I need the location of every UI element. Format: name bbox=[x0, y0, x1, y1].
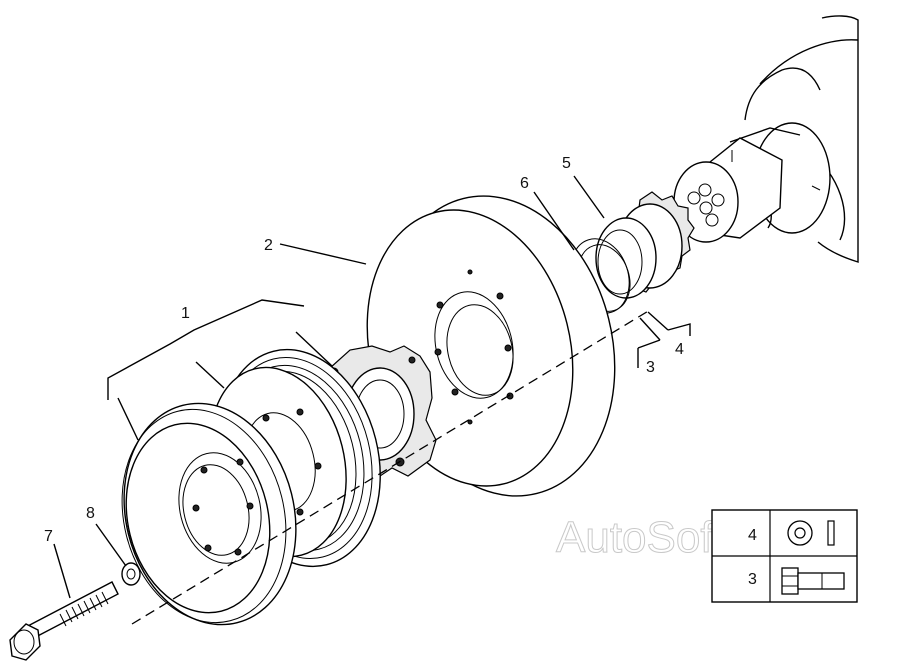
crank-gear bbox=[595, 191, 695, 299]
crankshaft-end bbox=[673, 15, 859, 263]
legend-row-4-label: 4 bbox=[748, 527, 757, 544]
callout-8: 8 bbox=[86, 505, 95, 522]
legend-table: 4 3 bbox=[711, 509, 858, 603]
washer bbox=[121, 562, 141, 586]
callout-5: 5 bbox=[562, 155, 571, 172]
center-axis bbox=[131, 309, 651, 625]
callout-4: 4 bbox=[675, 341, 684, 358]
callout-6: 6 bbox=[520, 175, 529, 192]
callout-3: 3 bbox=[646, 359, 655, 376]
leader-lines bbox=[53, 175, 691, 599]
callout-7: 7 bbox=[44, 528, 53, 545]
washer-symbol-icon bbox=[787, 520, 835, 546]
front-pulley bbox=[121, 402, 297, 626]
legend-row-3-label: 3 bbox=[748, 571, 757, 588]
callout-2: 2 bbox=[264, 237, 273, 254]
callout-1: 1 bbox=[181, 305, 190, 322]
callout-labels: 1 2 3 4 5 6 7 8 bbox=[44, 155, 684, 545]
bolt-symbol-icon bbox=[781, 567, 845, 595]
bolt bbox=[9, 581, 119, 661]
watermark-text: AutoSoft bbox=[556, 513, 725, 562]
